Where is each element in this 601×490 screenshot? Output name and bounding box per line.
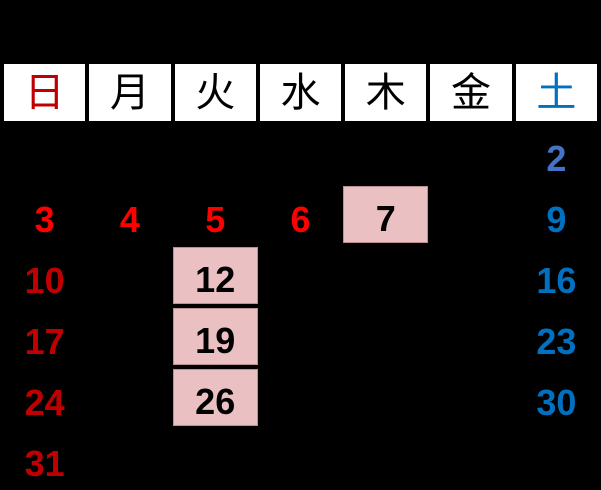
day-cell bbox=[428, 184, 513, 245]
day-cell: 9 bbox=[546, 198, 567, 240]
day-cell bbox=[87, 306, 172, 367]
day-cell bbox=[87, 123, 172, 184]
day-cell: 4 bbox=[119, 198, 140, 240]
weekday-header-mon: 月 bbox=[87, 62, 173, 123]
weekday-header-sun: 日 bbox=[2, 62, 88, 123]
day-cell bbox=[173, 123, 258, 184]
day-cell bbox=[428, 123, 513, 184]
day-cell bbox=[258, 123, 343, 184]
day-cell: 2 bbox=[546, 137, 567, 179]
day-cell bbox=[87, 367, 172, 428]
day-cell: 23 bbox=[536, 320, 577, 362]
day-cell bbox=[343, 245, 428, 306]
day-cell-highlighted: 26 bbox=[172, 369, 258, 426]
day-cell bbox=[343, 123, 428, 184]
day-cell bbox=[514, 428, 599, 489]
day-cell bbox=[258, 306, 343, 367]
day-cell: 3 bbox=[34, 198, 55, 240]
day-cell-highlighted: 12 bbox=[172, 247, 258, 304]
day-cell bbox=[428, 367, 513, 428]
day-cell bbox=[343, 306, 428, 367]
day-cell: 10 bbox=[24, 259, 65, 301]
day-cell bbox=[258, 428, 343, 489]
day-cell: 31 bbox=[24, 442, 65, 484]
day-cell bbox=[87, 245, 172, 306]
day-cell: 17 bbox=[24, 320, 65, 362]
day-cell: 24 bbox=[24, 381, 65, 423]
day-cell bbox=[258, 245, 343, 306]
day-cell: 30 bbox=[536, 381, 577, 423]
weekday-header-thu: 木 bbox=[343, 62, 429, 123]
day-cell: 5 bbox=[205, 198, 226, 240]
weekday-header-sat: 土 bbox=[513, 62, 599, 123]
day-cell bbox=[87, 428, 172, 489]
day-cell: 16 bbox=[536, 259, 577, 301]
day-cell bbox=[343, 428, 428, 489]
day-cell bbox=[428, 245, 513, 306]
day-cell-highlighted: 7 bbox=[343, 186, 429, 243]
weekday-header-fri: 金 bbox=[428, 62, 514, 123]
day-cell bbox=[258, 367, 343, 428]
weekday-header-row: 日 月 火 水 木 金 土 bbox=[2, 62, 599, 123]
weekday-header-tue: 火 bbox=[172, 62, 258, 123]
day-cell bbox=[343, 367, 428, 428]
weekday-header-wed: 水 bbox=[257, 62, 344, 123]
day-cell bbox=[428, 306, 513, 367]
day-cell bbox=[2, 123, 87, 184]
date-grid: 2 3 4 5 6 7 9 10 12 16 17 19 23 24 26 30… bbox=[2, 123, 599, 489]
day-cell-highlighted: 19 bbox=[172, 308, 258, 365]
day-cell bbox=[173, 428, 258, 489]
day-cell bbox=[428, 428, 513, 489]
day-cell: 6 bbox=[290, 198, 311, 240]
